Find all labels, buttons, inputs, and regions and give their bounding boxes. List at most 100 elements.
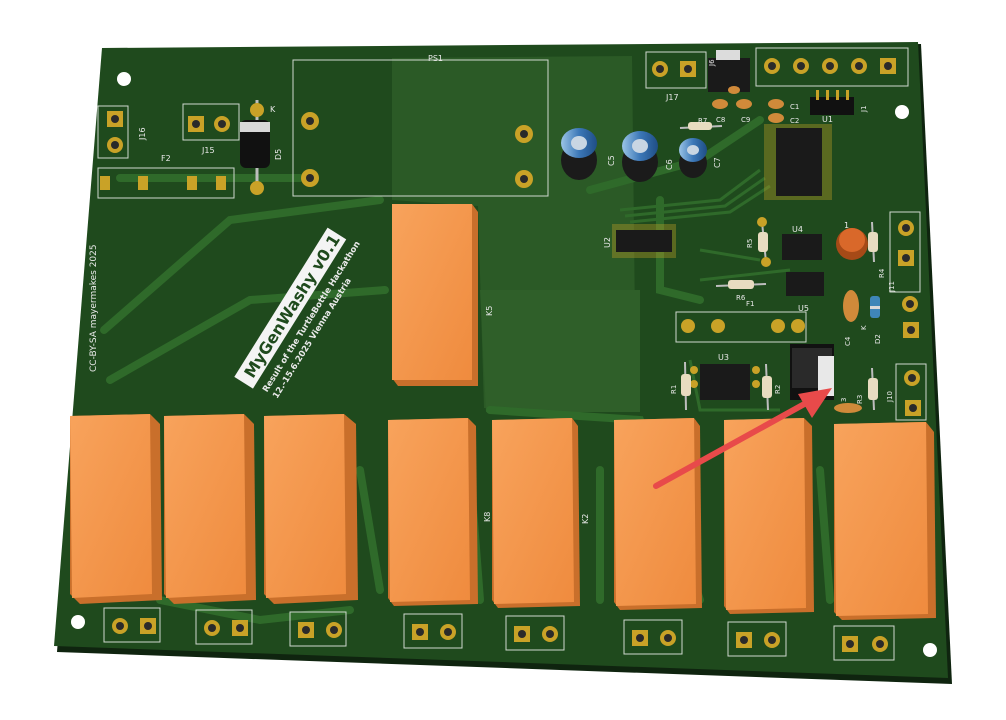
c1-label: C1 — [790, 103, 799, 111]
d5-diode — [240, 100, 270, 195]
d2-diode — [870, 296, 880, 318]
u4-label: U4 — [792, 225, 803, 234]
terminal-3 — [289, 611, 347, 647]
f2-label: F2 — [161, 154, 171, 163]
f2-pads — [100, 176, 226, 190]
copper-pour-area-2 — [480, 290, 640, 412]
r3-label: R3 — [856, 395, 864, 404]
c7-label: C7 — [713, 157, 722, 168]
ps1-label: PS1 — [428, 54, 443, 63]
r3-resistor — [868, 367, 878, 411]
d2-label: D2 — [874, 334, 882, 344]
f1-outline — [675, 311, 807, 343]
bottom-terminals — [103, 607, 895, 661]
d2-k-label: K — [860, 325, 868, 330]
u1-ic — [764, 124, 832, 200]
mounting-hole-tl — [117, 72, 131, 86]
r7-label: R7 — [698, 117, 707, 125]
u4-ic — [782, 234, 822, 260]
thin-traces — [619, 168, 791, 412]
j11-outline — [889, 211, 921, 293]
j15-outline — [182, 103, 240, 141]
j6-label: J6 — [708, 59, 716, 67]
j1-label: J1 — [860, 105, 868, 113]
r7-resistor — [679, 122, 723, 130]
ps1-pads — [301, 112, 533, 188]
c2-label: C2 — [790, 117, 799, 125]
u3-ic — [690, 364, 760, 400]
terminal-2 — [195, 609, 253, 645]
j17-outline — [645, 51, 707, 89]
k5-label: K5 — [485, 306, 494, 316]
r2-label: R2 — [774, 385, 782, 394]
j15-label: J15 — [201, 146, 215, 155]
r5-label: R5 — [746, 239, 754, 248]
smd-cap-bottom — [834, 403, 862, 413]
relay-2 — [164, 414, 256, 604]
j11-label: J11 — [888, 281, 896, 293]
relay-1 — [70, 414, 162, 604]
d5-k-label: K — [270, 105, 276, 114]
r1-resistor — [681, 361, 691, 411]
terminal-8 — [833, 625, 895, 661]
ps1-outline — [292, 59, 549, 197]
u2-ic — [612, 224, 676, 258]
mounting-hole-br — [923, 643, 937, 657]
j16-label: J16 — [138, 127, 147, 141]
j1-header — [810, 97, 854, 115]
relay-k8 — [388, 418, 478, 606]
r6-label: R6 — [736, 294, 746, 302]
d5-label: D5 — [274, 149, 283, 160]
u3-label: U3 — [718, 353, 729, 362]
smd-caps-top — [712, 86, 784, 123]
c5-label: C5 — [607, 155, 616, 166]
r5-resistor — [757, 217, 771, 267]
u5-ic — [786, 272, 824, 296]
k8-label: K8 — [483, 512, 492, 522]
u1-label: U1 — [822, 115, 833, 124]
electrolytic-caps — [561, 128, 707, 182]
license-text: CC-BY-SA mayermakes 2025 — [89, 244, 99, 372]
terminal-1 — [103, 607, 161, 643]
relay-row — [70, 414, 936, 620]
mounting-hole-bl — [71, 615, 85, 629]
j10-label: J10 — [886, 391, 894, 403]
title-background — [234, 227, 347, 389]
c4-capacitor — [843, 290, 859, 322]
header-5pin-pads — [764, 58, 896, 74]
k2-label: K2 — [581, 514, 590, 524]
mounting-hole-tr — [895, 105, 909, 119]
relay-k2 — [492, 418, 580, 608]
relay-7 — [724, 418, 814, 614]
f1-label: F1 — [746, 300, 754, 308]
to220-regulator — [790, 344, 834, 400]
header-5pin-outline — [755, 47, 909, 87]
r6-resistor — [715, 280, 767, 289]
c9-label: C9 — [741, 116, 750, 124]
led-1-label: 1 — [844, 221, 849, 230]
terminal-7 — [727, 621, 787, 657]
mounting-holes — [71, 72, 937, 657]
to220-pin-label: 3 — [840, 398, 848, 402]
j17-label: J17 — [665, 93, 679, 102]
relay-k5 — [392, 204, 478, 386]
annotation-arrow — [653, 388, 832, 489]
u2-label: U2 — [603, 237, 612, 248]
relay-6 — [614, 418, 702, 610]
c6-label: C6 — [665, 159, 674, 170]
c8-label: C8 — [716, 116, 725, 124]
r1-label: R1 — [670, 385, 678, 394]
terminal-6 — [623, 619, 683, 655]
u5-label: U5 — [798, 304, 809, 313]
led-component — [836, 228, 868, 260]
c4-label: C4 — [844, 336, 852, 346]
relay-8 — [834, 422, 936, 620]
j10-outline — [895, 363, 927, 421]
r4-label: R4 — [878, 268, 886, 278]
j6-tab — [716, 50, 740, 60]
r2-resistor — [762, 363, 772, 411]
j1-pins — [816, 90, 849, 100]
j6-regulator — [708, 58, 750, 92]
